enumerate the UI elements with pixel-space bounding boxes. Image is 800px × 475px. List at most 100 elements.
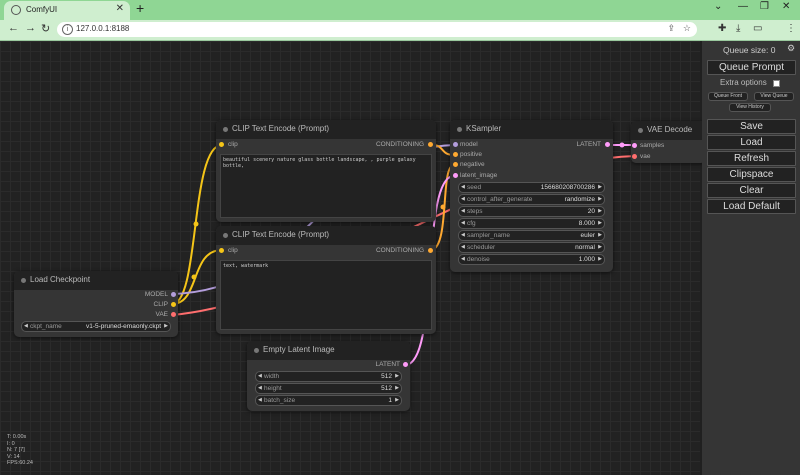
input-slot-samples[interactable] bbox=[632, 143, 637, 148]
collapse-dot[interactable] bbox=[254, 348, 259, 353]
arrow-left-icon[interactable]: ◀ bbox=[258, 385, 262, 391]
view-queue-button[interactable]: View Queue bbox=[754, 92, 794, 101]
arrow-left-icon[interactable]: ◀ bbox=[461, 208, 465, 214]
node-title-bar[interactable]: Load Checkpoint bbox=[14, 271, 178, 290]
output-slot-vae[interactable] bbox=[171, 312, 176, 317]
clear-button[interactable]: Clear bbox=[707, 183, 796, 198]
queue-prompt-button[interactable]: Queue Prompt bbox=[707, 60, 796, 75]
output-label-latent: LATENT bbox=[576, 141, 601, 148]
node-title-bar[interactable]: Empty Latent Image bbox=[247, 341, 410, 360]
browser-tab[interactable]: ComfyUI ✕ bbox=[4, 1, 130, 20]
node-clip-text-encode-negative[interactable]: CLIP Text Encode (Prompt) clip CONDITION… bbox=[216, 226, 436, 334]
node-ksampler[interactable]: KSampler model positive negative latent_… bbox=[450, 120, 613, 272]
arrow-right-icon[interactable]: ▶ bbox=[598, 196, 602, 202]
arrow-right-icon[interactable]: ▶ bbox=[395, 397, 399, 403]
node-vae-decode[interactable]: VAE Decode samples vae bbox=[631, 121, 706, 163]
extra-options-checkbox[interactable] bbox=[773, 80, 780, 87]
output-slot-conditioning[interactable] bbox=[428, 248, 433, 253]
minimize-icon[interactable]: — bbox=[738, 1, 748, 12]
queue-front-button[interactable]: Queue Front bbox=[708, 92, 748, 101]
arrow-right-icon[interactable]: ▶ bbox=[598, 208, 602, 214]
node-clip-text-encode-positive[interactable]: CLIP Text Encode (Prompt) clip CONDITION… bbox=[216, 120, 436, 222]
input-slot-clip[interactable] bbox=[219, 248, 224, 253]
site-info-icon[interactable]: i bbox=[62, 24, 73, 35]
collapse-dot[interactable] bbox=[457, 127, 462, 132]
save-button[interactable]: Save bbox=[707, 119, 796, 134]
arrow-right-icon[interactable]: ▶ bbox=[598, 232, 602, 238]
collapse-dot[interactable] bbox=[223, 233, 228, 238]
forward-icon[interactable]: → bbox=[25, 22, 36, 34]
prompt-textarea[interactable]: beautiful scenery nature glass bottle la… bbox=[220, 154, 432, 218]
collapse-dot[interactable] bbox=[638, 128, 643, 133]
load-button[interactable]: Load bbox=[707, 135, 796, 150]
arrow-right-icon[interactable]: ▶ bbox=[395, 385, 399, 391]
close-tab-icon[interactable]: ✕ bbox=[115, 3, 124, 14]
arrow-left-icon[interactable]: ◀ bbox=[461, 256, 465, 262]
clipspace-button[interactable]: Clipspace bbox=[707, 167, 796, 182]
collapse-dot[interactable] bbox=[21, 278, 26, 283]
output-slot-model[interactable] bbox=[171, 292, 176, 297]
output-slot-clip[interactable] bbox=[171, 302, 176, 307]
output-slot-latent[interactable] bbox=[605, 142, 610, 147]
arrow-left-icon[interactable]: ◀ bbox=[461, 220, 465, 226]
restore-icon[interactable]: ❐ bbox=[760, 1, 769, 12]
arrow-right-icon[interactable]: ▶ bbox=[598, 244, 602, 250]
arrow-right-icon[interactable]: ▶ bbox=[598, 220, 602, 226]
arrow-right-icon[interactable]: ▶ bbox=[598, 184, 602, 190]
output-slot-latent[interactable] bbox=[403, 362, 408, 367]
node-title-bar[interactable]: CLIP Text Encode (Prompt) bbox=[216, 120, 436, 139]
prompt-textarea[interactable]: text, watermark bbox=[220, 260, 432, 330]
arrow-right-icon[interactable]: ▶ bbox=[598, 256, 602, 262]
input-slot-latent-image[interactable] bbox=[453, 173, 458, 178]
reload-icon[interactable]: ↻ bbox=[41, 23, 51, 35]
input-slot-negative[interactable] bbox=[453, 162, 458, 167]
refresh-button[interactable]: Refresh bbox=[707, 151, 796, 166]
extensions-icon[interactable]: ✚ bbox=[718, 23, 727, 34]
new-tab-icon[interactable]: + bbox=[136, 0, 145, 16]
download-icon[interactable]: ⤓ bbox=[736, 23, 741, 34]
view-history-button[interactable]: View History bbox=[729, 103, 771, 112]
node-title-bar[interactable]: VAE Decode bbox=[631, 121, 706, 140]
input-slot-positive[interactable] bbox=[453, 152, 458, 157]
arrow-left-icon[interactable]: ◀ bbox=[461, 196, 465, 202]
chevron-down-icon[interactable]: ⌄ bbox=[714, 1, 723, 12]
output-slot-conditioning[interactable] bbox=[428, 142, 433, 147]
close-window-icon[interactable]: ✕ bbox=[782, 1, 791, 12]
arrow-right-icon[interactable]: ▶ bbox=[164, 323, 168, 329]
load-default-button[interactable]: Load Default bbox=[707, 199, 796, 214]
arrow-left-icon[interactable]: ◀ bbox=[461, 244, 465, 250]
node-title-bar[interactable]: CLIP Text Encode (Prompt) bbox=[216, 226, 436, 245]
node-title: VAE Decode bbox=[647, 125, 693, 134]
arrow-left-icon[interactable]: ◀ bbox=[258, 397, 262, 403]
share-icon[interactable]: ⇪ bbox=[667, 23, 675, 33]
input-slot-clip[interactable] bbox=[219, 142, 224, 147]
arrow-right-icon[interactable]: ▶ bbox=[395, 373, 399, 379]
url-input[interactable]: i 127.0.0.1:8188 ⇪ ☆ bbox=[57, 22, 697, 37]
input-slot-model[interactable] bbox=[453, 142, 458, 147]
arrow-left-icon[interactable]: ◀ bbox=[258, 373, 262, 379]
node-load-checkpoint[interactable]: Load Checkpoint MODEL CLIP VAE ◀ckpt_nam… bbox=[14, 271, 178, 337]
bookmark-star-icon[interactable]: ☆ bbox=[682, 23, 691, 33]
arrow-left-icon[interactable]: ◀ bbox=[461, 232, 465, 238]
menu-dots-icon[interactable]: ⋮ bbox=[786, 23, 796, 34]
back-icon[interactable]: ← bbox=[8, 22, 19, 34]
sidebar-icon[interactable]: ▭ bbox=[753, 23, 763, 34]
collapse-dot[interactable] bbox=[223, 127, 228, 132]
arrow-left-icon[interactable]: ◀ bbox=[461, 184, 465, 190]
arrow-left-icon[interactable]: ◀ bbox=[24, 323, 28, 329]
input-slot-vae[interactable] bbox=[632, 154, 637, 159]
node-title-bar[interactable]: KSampler bbox=[450, 120, 613, 139]
settings-gear-icon[interactable]: ⚙ bbox=[787, 43, 796, 53]
